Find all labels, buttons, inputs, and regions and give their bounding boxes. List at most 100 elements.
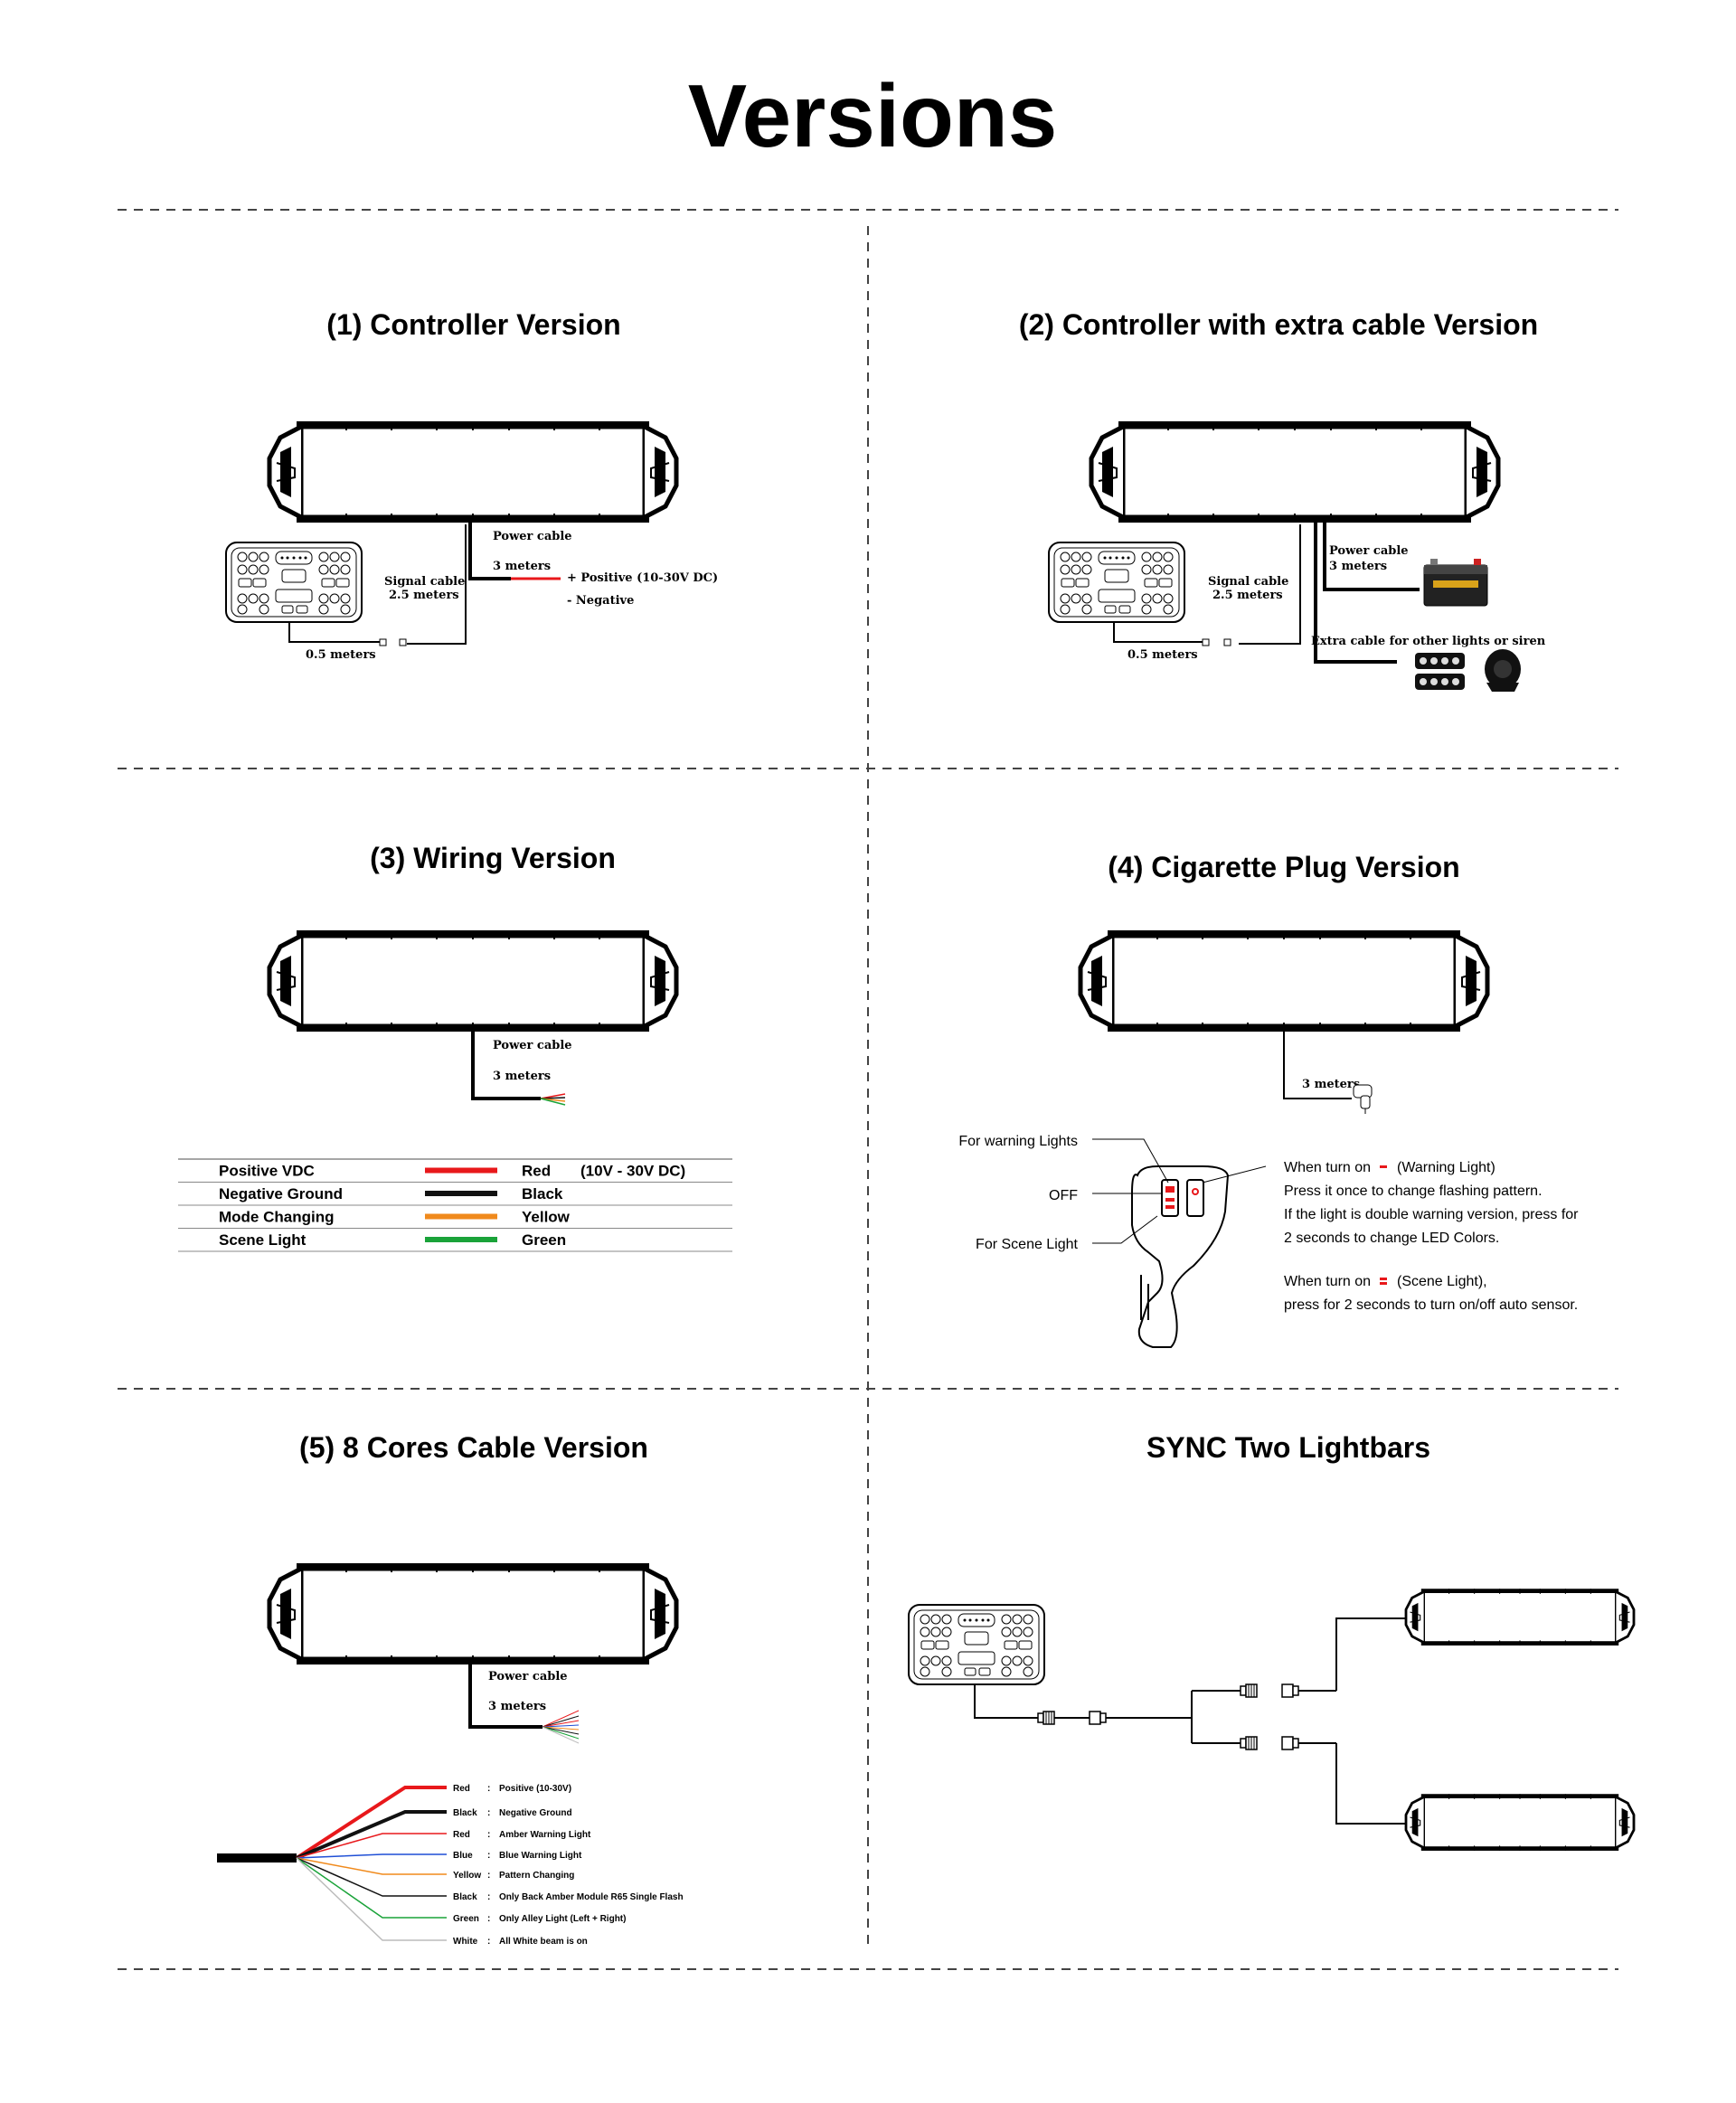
section-dividers [118, 209, 1618, 1970]
core-wire [296, 1810, 447, 1860]
warning-info-line-3: If the light is double warning version, … [1284, 1207, 1579, 1222]
warning-info-line-1a: When turn on [1284, 1160, 1371, 1175]
wire-ends [540, 1093, 566, 1106]
core-wire-sep: : [487, 1914, 490, 1924]
wiring-color-name: Red [522, 1163, 551, 1180]
plug-callout-lines [1092, 1138, 1267, 1244]
short-length-label: 0.5 meters [306, 648, 376, 662]
core-wire-function: Only Alley Light (Left + Right) [499, 1914, 626, 1924]
scene-info: When turn on (Scene Light), press for 2 … [1284, 1274, 1578, 1313]
core-wire-function: Blue Warning Light [499, 1851, 582, 1861]
power-cable-label: Power cable [493, 530, 572, 543]
section-title-controller: (1) Controller Version [326, 308, 620, 341]
core-wire [296, 1857, 447, 1897]
power-length-label: 3 meters [493, 560, 551, 573]
connector-male [1240, 1736, 1258, 1750]
battery-icon [1423, 559, 1488, 607]
signal-cable [1239, 524, 1301, 645]
mini-plug-icon [1353, 1084, 1373, 1114]
wiring-function: Mode Changing [219, 1209, 334, 1226]
scene-info-line-2: press for 2 seconds to turn on/off auto … [1284, 1297, 1578, 1313]
lightbar-bottom-image [1404, 1792, 1636, 1853]
core-wire-sep: : [487, 1892, 490, 1902]
connector-male [1037, 1711, 1055, 1725]
wiring-note: (10V - 30V DC) [580, 1163, 685, 1180]
core-wire-list: Red: Positive (10-30V) Black: Negative Grou… [295, 1784, 684, 1947]
power-cable-label: Power cable [488, 1670, 568, 1683]
core-wire [296, 1857, 447, 1875]
lightbar-top-image [1404, 1587, 1636, 1647]
section-controller: (1) Controller Version Power cable 3 met… [225, 308, 718, 662]
wiring-color-name: Black [522, 1185, 563, 1202]
positive-label: + Positive (10-30V DC) [567, 571, 718, 585]
core-wire-function: Positive (10-30V) [499, 1784, 571, 1794]
wiring-function: Scene Light [219, 1231, 307, 1249]
extra-cable-label: Extra cable for other lights or siren [1311, 635, 1546, 648]
lightbar-image [269, 930, 676, 1032]
core-wire-sep: : [487, 1871, 490, 1881]
controller-image [908, 1604, 1045, 1685]
section-cigarette: (4) Cigarette Plug Version 3 meters For … [958, 851, 1579, 1348]
power-cable [468, 1664, 542, 1729]
short-cable [1113, 622, 1203, 643]
core-wire [296, 1833, 447, 1859]
core-wire-color-name: Red [453, 1784, 470, 1794]
lightbar-image [269, 421, 676, 523]
scene-switch-icon-line-2 [1380, 1282, 1387, 1285]
core-wire-sep: : [487, 1808, 490, 1818]
core-wire-color-name: Red [453, 1830, 470, 1840]
power-length-label: 3 meters [488, 1700, 546, 1713]
core-wire-color-name: Blue [453, 1851, 473, 1861]
core-wire [296, 1857, 447, 1919]
power-length-label: 3 meters [493, 1070, 551, 1083]
power-cable [1323, 523, 1420, 591]
connector-female [1281, 1683, 1299, 1698]
warning-info-line-4: 2 seconds to change LED Colors. [1284, 1231, 1499, 1246]
section-title-sync: SYNC Two Lightbars [1146, 1431, 1430, 1464]
page-title: Versions [688, 66, 1058, 165]
connector-female [1089, 1711, 1107, 1725]
length-label: 3 meters [1302, 1078, 1360, 1091]
led-light-icon [1415, 653, 1465, 690]
section-extra-cable: (2) Controller with extra cable Version … [1019, 308, 1546, 692]
power-cable-label: Power cable [493, 1039, 572, 1052]
label-warning-lights: For warning Lights [958, 1134, 1078, 1149]
core-wire-color-name: Black [453, 1892, 477, 1902]
lightbar-image [269, 1563, 676, 1664]
core-wire-function: Negative Ground [499, 1808, 572, 1818]
core-wire-color-name: White [453, 1937, 478, 1947]
wiring-function: Positive VDC [219, 1163, 315, 1180]
siren-speaker-icon [1485, 649, 1521, 692]
section-title-wiring: (3) Wiring Version [370, 842, 616, 874]
power-cable-label: Power cable [1329, 544, 1409, 558]
section-title-cigarette: (4) Cigarette Plug Version [1108, 851, 1459, 883]
warning-info: When turn on (Warning Light) Press it on… [1284, 1160, 1579, 1246]
label-off: OFF [1049, 1188, 1078, 1203]
signal-cable-label: Signal cable [1208, 575, 1288, 589]
core-wire-function: All White beam is on [499, 1937, 588, 1947]
core-wire-sep: : [487, 1937, 490, 1947]
scene-info-line-1b: (Scene Light), [1397, 1274, 1487, 1289]
cigarette-plug-image [1131, 1165, 1230, 1348]
core-wire [296, 1857, 447, 1941]
wire-ends [542, 1710, 580, 1744]
short-cable [288, 622, 380, 643]
warning-switch-icon [1380, 1165, 1387, 1168]
core-wire-sep: : [487, 1830, 490, 1840]
section-wiring: (3) Wiring Version Power cable 3 meters … [178, 842, 732, 1252]
extra-cable [1314, 523, 1397, 664]
core-wire-function: Pattern Changing [499, 1871, 574, 1881]
core-wire-function: Only Back Amber Module R65 Single Flash [499, 1892, 684, 1902]
wiring-color-name: Green [522, 1231, 566, 1249]
core-wire-color-name: Yellow [453, 1871, 481, 1881]
scene-switch-icon [1380, 1278, 1387, 1280]
label-scene-light: For Scene Light [976, 1237, 1079, 1252]
power-cable [471, 1031, 541, 1100]
warning-info-line-1b: (Warning Light) [1397, 1160, 1495, 1175]
warning-info-line-2: Press it once to change flashing pattern… [1284, 1184, 1543, 1199]
signal-cable [407, 524, 467, 645]
core-wire-color-name: Black [453, 1808, 477, 1818]
core-wire-color-name: Green [453, 1914, 479, 1924]
power-cable [1283, 1031, 1352, 1099]
